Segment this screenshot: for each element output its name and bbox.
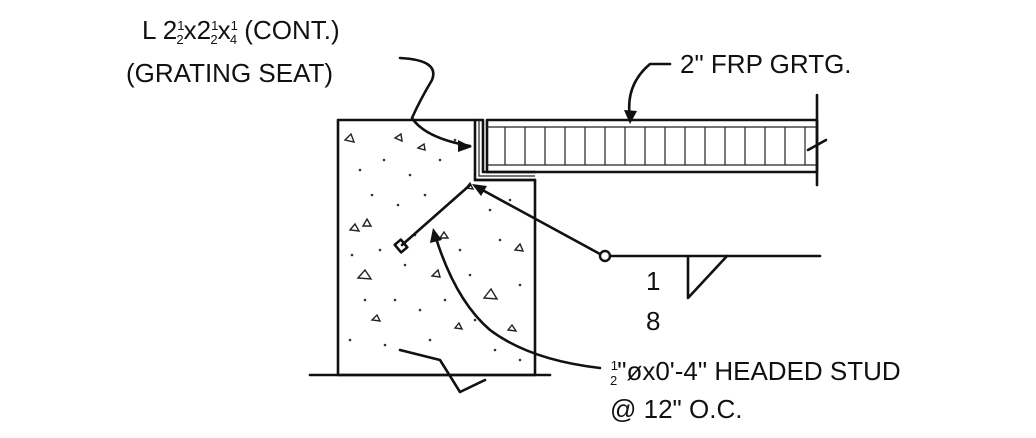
weld-leader: [472, 184, 822, 263]
concrete-aggregate: [343, 132, 525, 332]
grating-bars: [504, 127, 806, 165]
weld-symbol: [686, 254, 729, 300]
weld-size-bottom: 8: [646, 306, 660, 336]
concrete-wall: [308, 118, 552, 394]
frp-grating: [485, 93, 828, 187]
angle-leader: [398, 56, 472, 152]
grating-leader: [624, 62, 672, 124]
stud-leader: [430, 228, 602, 370]
weld-size-top: 1: [646, 266, 660, 296]
grating-callout: 2" FRP GRTG.: [680, 49, 852, 79]
stud-callout-line2: @ 12" O.C.: [610, 394, 742, 424]
headed-stud: [393, 183, 472, 254]
angle-callout-line2: (GRATING SEAT): [126, 58, 333, 88]
